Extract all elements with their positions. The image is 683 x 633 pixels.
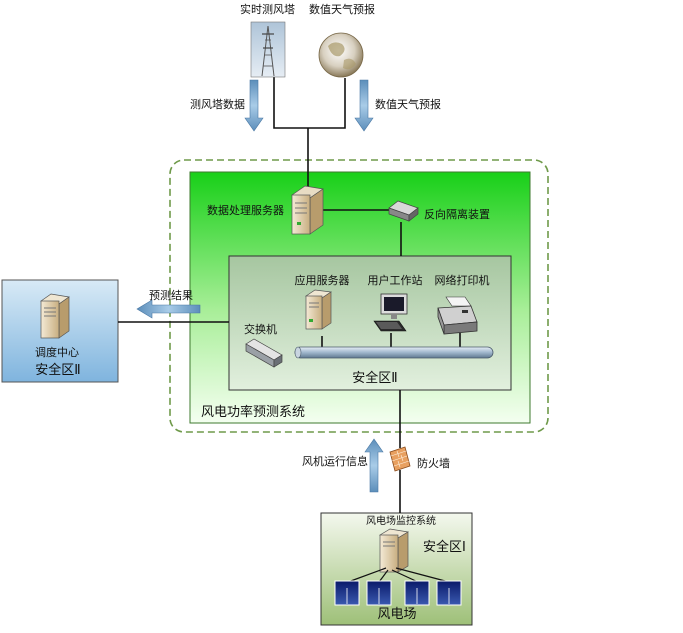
weather-flow-label: 数值天气预报 xyxy=(375,98,441,111)
lan-bus xyxy=(294,346,494,359)
tower-data-flow-label: 测风塔数据 xyxy=(190,98,245,111)
firewall-icon xyxy=(389,446,411,472)
security-zone-2-label: 安全区Ⅱ xyxy=(352,371,398,386)
flow-arrows xyxy=(136,79,384,493)
dispatch-zone-label: 安全区Ⅱ xyxy=(35,363,81,378)
turbine-panels xyxy=(334,580,462,606)
switch-label: 交换机 xyxy=(244,323,277,336)
wind-farm-label: 风电场 xyxy=(377,607,417,622)
dispatch-server-icon xyxy=(40,293,70,339)
app-server-icon xyxy=(305,289,332,330)
connection-lines xyxy=(118,77,461,513)
printer-icon xyxy=(437,296,478,335)
wind-tower-label: 实时测风塔 xyxy=(240,3,295,16)
dispatch-center-label: 调度中心 xyxy=(35,346,79,359)
turbine-icon xyxy=(404,580,430,606)
weather-forecast-label: 数值天气预报 xyxy=(309,3,375,16)
reverse-isolation-label: 反向隔离装置 xyxy=(424,208,490,221)
turbine-info-label: 风机运行信息 xyxy=(302,455,368,468)
prediction-result-label: 预测结果 xyxy=(149,289,193,302)
prediction-result-arrow xyxy=(136,299,201,319)
reverse-isolation-device-icon xyxy=(388,200,419,222)
app-server-label: 应用服务器 xyxy=(294,274,350,287)
tower-data-arrow xyxy=(244,79,264,132)
weather-globe-icon xyxy=(318,32,364,78)
printer-label: 网络打印机 xyxy=(434,274,490,287)
top-source-link xyxy=(273,77,346,129)
turbine-info-arrow xyxy=(364,438,384,493)
firewall-label: 防火墙 xyxy=(417,457,450,470)
farm-zone-label: 安全区Ⅰ xyxy=(423,540,466,555)
farm-monitor-server-icon xyxy=(379,528,409,573)
prediction-system-title: 风电功率预测系统 xyxy=(201,405,306,420)
switch-icon xyxy=(245,338,283,368)
data-server-icon xyxy=(291,185,324,235)
farm-links xyxy=(347,567,450,583)
weather-forecast-arrow xyxy=(354,79,374,132)
workstation-icon xyxy=(373,293,408,332)
workstation-label: 用户工作站 xyxy=(367,274,423,287)
data-server-label: 数据处理服务器 xyxy=(207,204,284,217)
farm-monitor-label: 风电场监控系统 xyxy=(366,516,436,527)
wind-tower-icon xyxy=(250,21,286,78)
